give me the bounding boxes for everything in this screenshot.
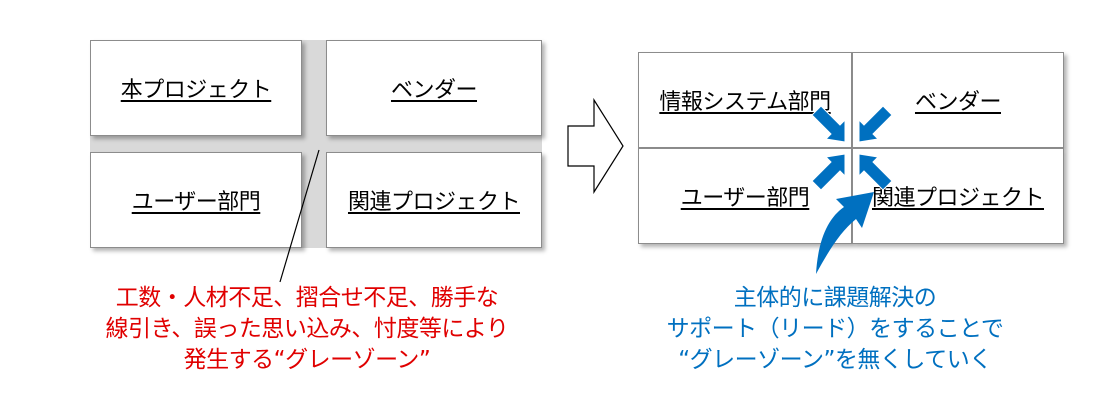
inward-arrow-top-right-icon	[858, 105, 893, 143]
left-caption-line2: 線引き、誤った思い込み、忖度等により	[105, 316, 509, 342]
left-box-user-dept: ユーザー部門	[90, 152, 302, 248]
transition-arrow-icon	[567, 97, 624, 195]
right-box-related-project-label: 関連プロジェクト	[871, 186, 1045, 211]
left-caption-line3: 発生する“グレーゾーン”	[183, 347, 431, 373]
left-box-vendor-label: ベンダー	[390, 78, 478, 103]
gray-zone-horizontal	[90, 136, 542, 152]
right-caption-line2: サポート（リード）をすることで	[666, 316, 1004, 342]
right-box-vendor: ベンダー	[852, 52, 1064, 148]
left-box-main-project: 本プロジェクト	[90, 40, 302, 136]
right-caption: 主体的に課題解決の サポート（リード）をすることで “グレーゾーン”を無くしてい…	[630, 283, 1040, 376]
right-caption-line3: “グレーゾーン”を無くしていく	[678, 347, 992, 373]
lead-arrow-icon	[816, 192, 874, 274]
inward-arrows-icon	[811, 105, 893, 191]
left-box-related-project: 関連プロジェクト	[326, 152, 542, 248]
left-box-related-project-label: 関連プロジェクト	[347, 190, 521, 215]
inward-arrow-bottom-left-icon	[811, 153, 846, 191]
right-box-user-dept: ユーザー部門	[638, 148, 852, 244]
inward-arrow-bottom-right-icon	[858, 153, 893, 191]
right-box-vendor-label: ベンダー	[914, 90, 1002, 115]
right-box-is-dept-label: 情報システム部門	[659, 90, 831, 115]
left-caption-line1: 工数・人材不足、摺合せ不足、勝手な	[115, 285, 499, 311]
right-box-is-dept: 情報システム部門	[638, 52, 852, 148]
left-box-user-dept-label: ユーザー部門	[131, 190, 261, 215]
left-caption: 工数・人材不足、摺合せ不足、勝手な 線引き、誤った思い込み、忖度等により 発生す…	[62, 283, 552, 376]
left-box-main-project-label: 本プロジェクト	[120, 78, 272, 103]
left-box-vendor: ベンダー	[326, 40, 542, 136]
callout-line	[279, 149, 320, 283]
right-box-user-dept-label: ユーザー部門	[680, 186, 810, 211]
right-caption-line1: 主体的に課題解決の	[733, 285, 937, 311]
inward-arrow-top-left-icon	[811, 105, 846, 143]
